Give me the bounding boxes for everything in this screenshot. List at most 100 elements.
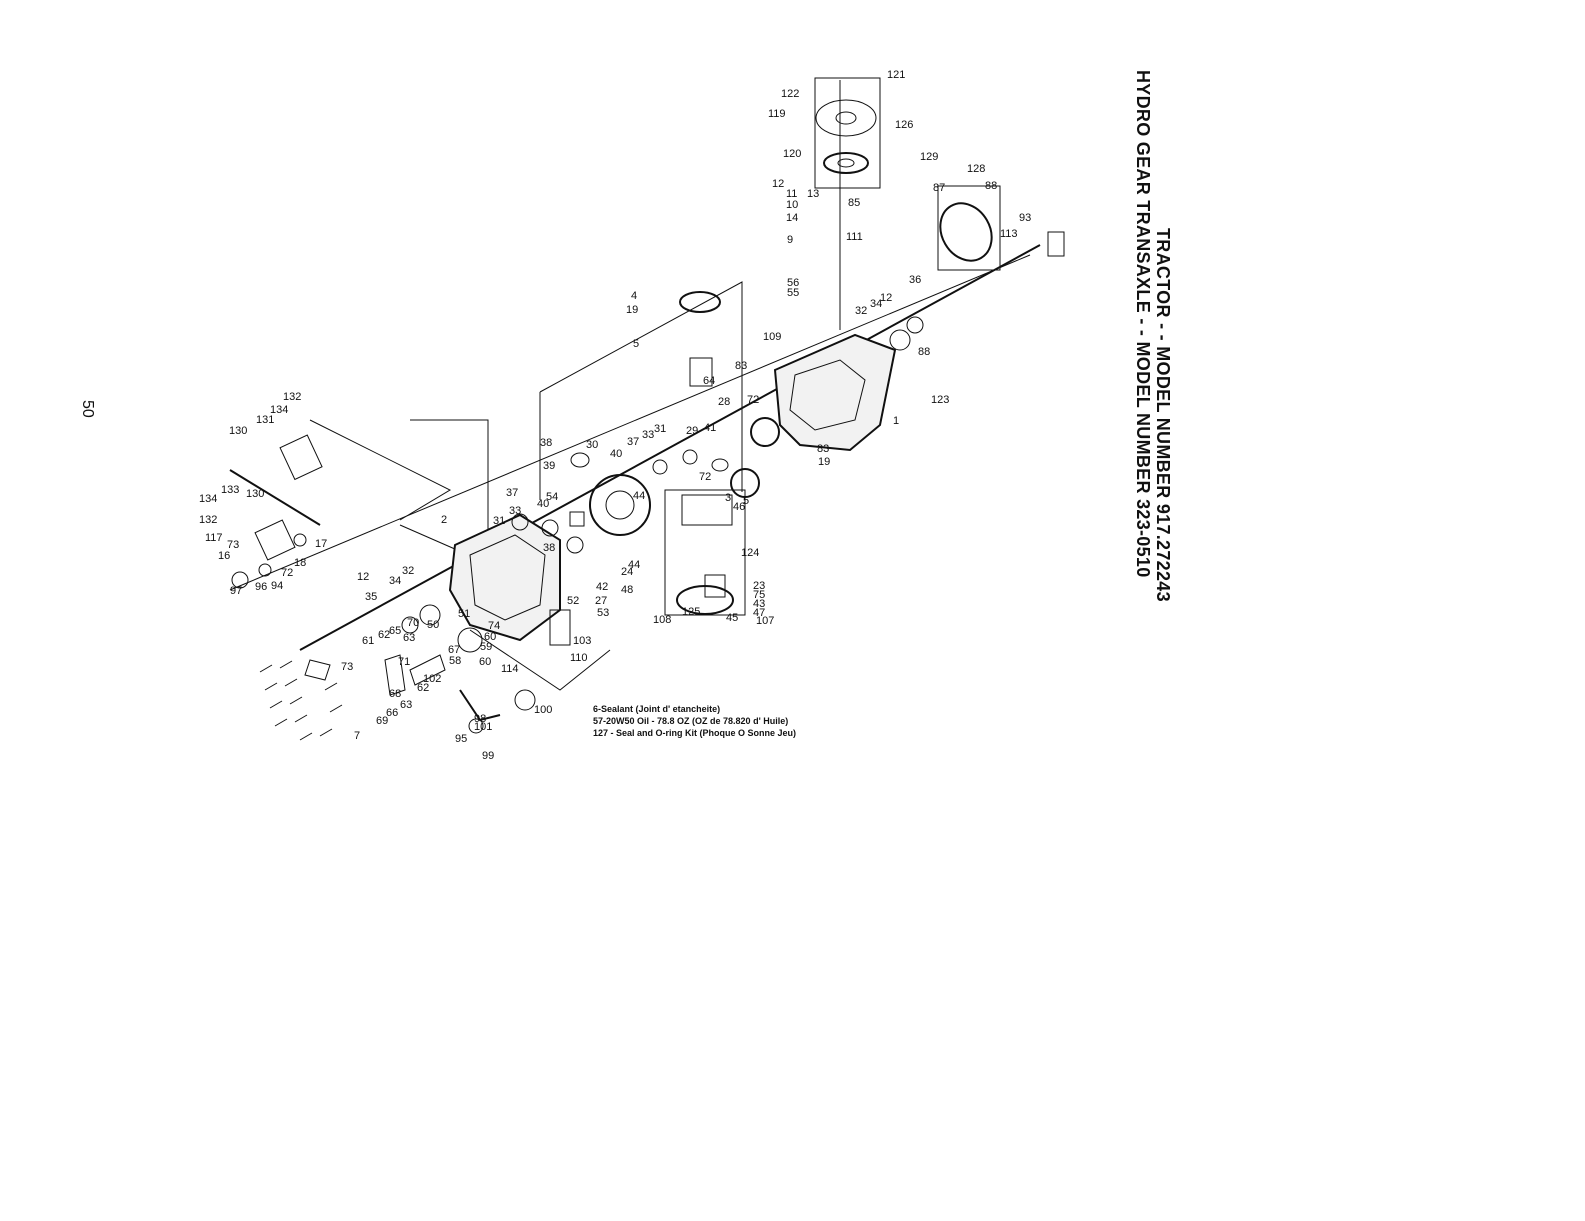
part-callout-134: 134	[270, 404, 288, 416]
part-callout-96: 96	[255, 581, 267, 593]
part-callout-40: 40	[537, 498, 549, 510]
part-callout-62: 62	[378, 629, 390, 641]
part-callout-54: 54	[546, 491, 558, 503]
part-callout-124: 124	[741, 547, 759, 559]
part-callout-131: 131	[256, 414, 274, 426]
part-callout-119: 119	[768, 108, 786, 120]
part-callout-19: 19	[818, 456, 830, 468]
part-callout-34: 34	[870, 298, 882, 310]
part-callout-36: 36	[909, 274, 921, 286]
part-callout-133: 133	[221, 484, 239, 496]
title-transaxle-model: HYDRO GEAR TRANSAXLE - - MODEL NUMBER 32…	[1133, 70, 1153, 578]
part-callout-3: 3	[725, 492, 731, 504]
part-callout-108: 108	[653, 614, 671, 626]
part-callout-93: 93	[1019, 212, 1031, 224]
part-callout-46: 46	[733, 501, 745, 513]
part-callout-32: 32	[855, 305, 867, 317]
part-callout-17: 17	[315, 538, 327, 550]
part-callout-97: 97	[230, 585, 242, 597]
part-callout-72: 72	[747, 394, 759, 406]
part-callout-37: 37	[627, 436, 639, 448]
part-callout-44: 44	[628, 559, 640, 571]
part-callout-61: 61	[362, 635, 374, 647]
part-callout-103: 103	[573, 635, 591, 647]
part-callout-5: 5	[633, 338, 639, 350]
part-callout-120: 120	[783, 148, 801, 160]
part-callout-88: 88	[918, 346, 930, 358]
part-callout-58: 58	[449, 655, 461, 667]
page-number: 50	[79, 400, 96, 418]
part-callout-113: 113	[1000, 228, 1018, 240]
part-callout-31: 31	[654, 423, 666, 435]
part-callout-28: 28	[718, 396, 730, 408]
part-callout-73: 73	[341, 661, 353, 673]
part-callout-60: 60	[484, 631, 496, 643]
part-callout-123: 123	[931, 394, 949, 406]
part-callout-99: 99	[482, 750, 494, 762]
part-callout-67: 67	[448, 644, 460, 656]
part-callout-65: 65	[389, 625, 401, 637]
part-callout-37: 37	[506, 487, 518, 499]
part-callout-12: 12	[357, 571, 369, 583]
part-callout-16: 16	[218, 550, 230, 562]
part-callout-122: 122	[781, 88, 799, 100]
part-callout-48: 48	[621, 584, 633, 596]
part-callout-55: 55	[787, 287, 799, 299]
part-callout-31: 31	[493, 515, 505, 527]
part-callout-83: 83	[735, 360, 747, 372]
part-callout-14: 14	[786, 212, 798, 224]
part-callout-34: 34	[389, 575, 401, 587]
part-callout-126: 126	[895, 119, 913, 131]
part-callout-44: 44	[633, 490, 645, 502]
part-callout-12: 12	[880, 292, 892, 304]
part-callout-2: 2	[441, 514, 447, 526]
part-callout-111: 111	[846, 231, 863, 243]
part-callout-88: 88	[985, 180, 997, 192]
part-callout-47: 47	[753, 607, 765, 619]
part-callout-71: 71	[398, 656, 410, 668]
part-callout-132: 132	[199, 514, 217, 526]
part-callout-72: 72	[699, 471, 711, 483]
part-callout-130: 130	[229, 425, 247, 437]
part-callout-51: 51	[458, 608, 470, 620]
part-callout-63: 63	[400, 699, 412, 711]
part-callout-19: 19	[626, 304, 638, 316]
bolt-set	[259, 660, 343, 741]
part-callout-1: 1	[893, 415, 899, 427]
part-callout-128: 128	[967, 163, 985, 175]
part-callout-27: 27	[595, 595, 607, 607]
part-callout-121: 121	[887, 69, 905, 81]
part-callout-24: 24	[621, 566, 633, 578]
part-callout-35: 35	[365, 591, 377, 603]
part-callout-134: 134	[199, 493, 217, 505]
part-callout-33: 33	[642, 429, 654, 441]
part-callout-63: 63	[403, 632, 415, 644]
part-callout-101: 101	[474, 721, 492, 733]
part-callout-33: 33	[509, 505, 521, 517]
part-callout-70: 70	[407, 617, 419, 629]
part-callout-50: 50	[427, 619, 439, 631]
part-callout-102: 102	[423, 673, 441, 685]
part-callout-30: 30	[586, 439, 598, 451]
part-callout-39: 39	[543, 460, 555, 472]
part-callout-73: 73	[227, 539, 239, 551]
part-callout-130: 130	[246, 488, 264, 500]
part-callout-117: 117	[205, 532, 223, 544]
note-oil: 57-20W50 Oil - 78.8 OZ (OZ de 78.820 d' …	[593, 716, 788, 726]
part-callout-94: 94	[271, 580, 283, 592]
part-callout-13: 13	[807, 188, 819, 200]
part-callout-9: 9	[787, 234, 793, 246]
part-callout-56: 56	[787, 277, 799, 289]
part-callout-83: 83	[817, 443, 829, 455]
part-callout-85: 85	[848, 197, 860, 209]
part-callout-98: 98	[474, 713, 486, 725]
part-callout-100: 100	[534, 704, 552, 716]
part-callout-64: 64	[703, 375, 715, 387]
note-seal-kit: 127 - Seal and O-ring Kit (Phoque O Sonn…	[593, 728, 796, 738]
title-tractor-model: TRACTOR - - MODEL NUMBER 917.272243	[1153, 228, 1173, 602]
note-sealant: 6-Sealant (Joint d' etancheite)	[593, 704, 720, 714]
part-callout-69: 69	[376, 715, 388, 727]
part-callout-53: 53	[597, 607, 609, 619]
